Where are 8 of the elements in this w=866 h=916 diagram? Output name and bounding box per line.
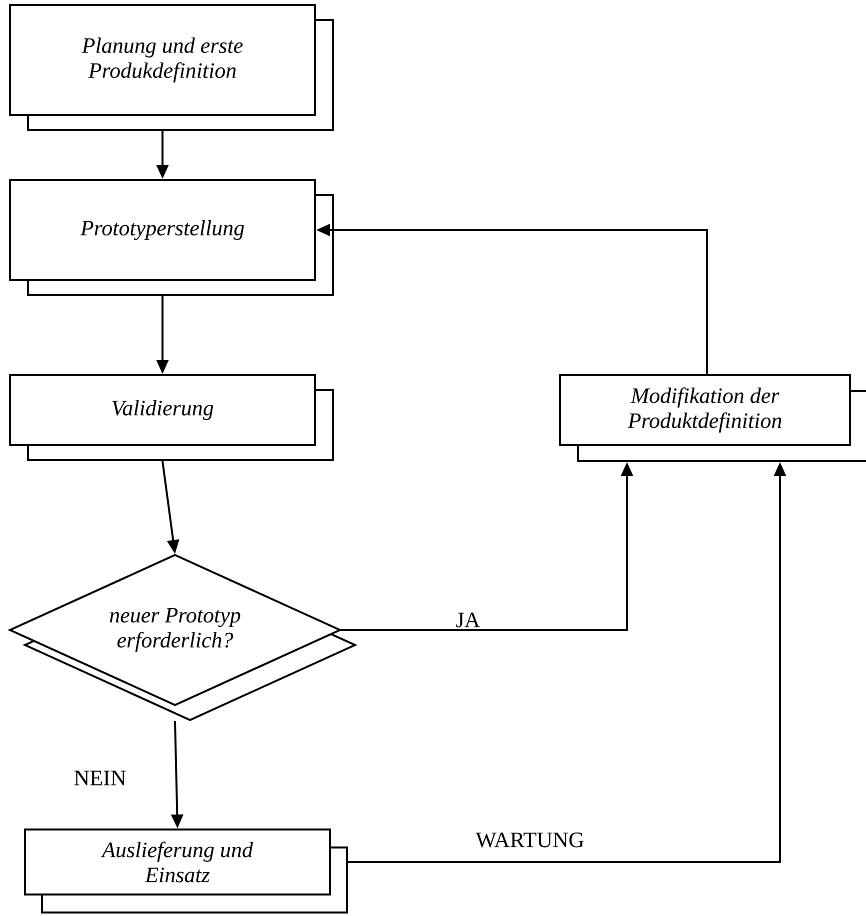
edge-label: NEIN [72, 770, 128, 786]
process-box: Planung und erste Produkdefinition [9, 4, 334, 131]
edge-label: JA [454, 612, 482, 628]
edge-label: WARTUNG [474, 832, 586, 848]
process-box: Validierung [9, 374, 334, 461]
process-box: Prototyperstellung [9, 179, 334, 296]
process-box: Modifikation der Produktdefinition [559, 374, 866, 462]
process-box: Auslieferung und Einsatz [24, 828, 348, 914]
